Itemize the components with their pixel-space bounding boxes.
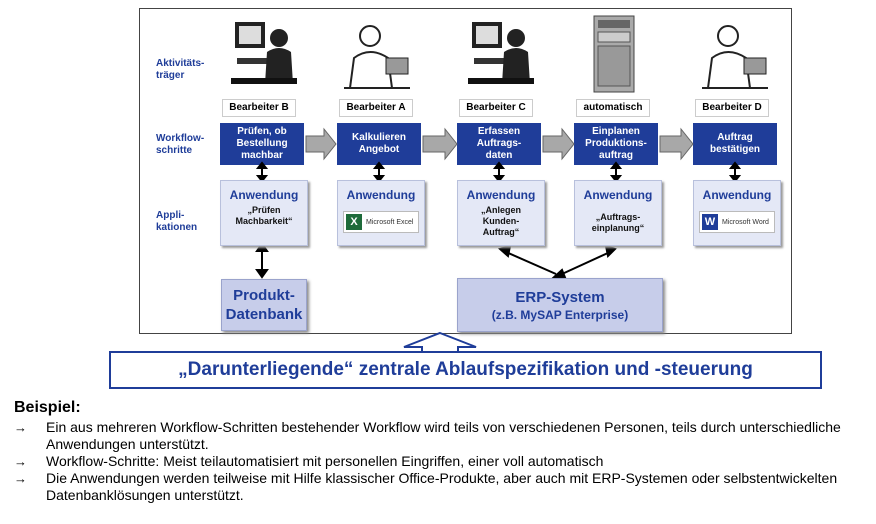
row-label-steps: Workflow- schritte: [156, 133, 205, 156]
actor-label: Bearbeiter B: [222, 99, 296, 117]
application-title: Anwendung: [346, 188, 416, 202]
application-box: Anwendung „Anlegen Kunden- Auftrag“: [457, 180, 545, 246]
workflow-step: Kalkulieren Angebot: [337, 123, 421, 165]
excel-icon: X: [346, 214, 362, 230]
application-box: Anwendung W Microsoft Word: [693, 180, 781, 246]
erp-system: ERP-System (z.B. MySAP Enterprise): [457, 278, 663, 332]
list-item: → Workflow-Schritte: Meist teilautomatis…: [14, 453, 864, 470]
application-logo-name: Microsoft Word: [722, 218, 769, 226]
word-logo: W Microsoft Word: [699, 211, 775, 233]
arrow-right-icon: →: [14, 454, 27, 469]
actor-label: Bearbeiter D: [695, 99, 769, 117]
erp-subtitle: (z.B. MySAP Enterprise): [491, 307, 629, 322]
word-icon: W: [702, 214, 718, 230]
workflow-step: Auftrag bestätigen: [693, 123, 777, 165]
list-item-text: Workflow-Schritte: Meist teilautomatisie…: [46, 453, 604, 469]
workflow-step: Einplanen Produktions- auftrag: [574, 123, 658, 165]
erp-title: ERP-System: [515, 288, 605, 306]
link-arrow: [561, 251, 611, 275]
list-item: → Ein aus mehreren Workflow-Schritten be…: [14, 419, 864, 453]
list-item: → Die Anwendungen werden teilweise mit H…: [14, 470, 864, 504]
arrow-right-icon: →: [14, 420, 27, 435]
row-label-apps: Appli- kationen: [156, 210, 198, 233]
server-cabinet-icon: [593, 15, 635, 93]
list-item-text: Ein aus mehreren Workflow-Schritten best…: [46, 419, 841, 452]
application-logo-name: Microsoft Excel: [366, 218, 414, 226]
application-description: „Prüfen Machbarkeit“: [235, 205, 293, 226]
application-title: Anwendung: [583, 188, 653, 202]
worker-sketch-icon: [702, 25, 768, 89]
application-box: Anwendung „Auftrags- einplanung“: [574, 180, 662, 246]
worker-sketch-icon: [344, 25, 410, 89]
application-title: Anwendung: [229, 188, 299, 202]
notes-title: Beispiel:: [14, 399, 81, 416]
actor-label: automatisch: [576, 99, 650, 117]
link-arrow: [505, 251, 557, 275]
application-title: Anwendung: [702, 188, 772, 202]
arrow-right-icon: →: [14, 471, 27, 486]
actor-label: Bearbeiter A: [339, 99, 413, 117]
worker-at-computer-icon: [468, 22, 534, 84]
database-line: Produkt-: [233, 287, 295, 304]
excel-logo: X Microsoft Excel: [343, 211, 419, 233]
central-control-banner: „Darunterliegende“ zentrale Ablaufspezif…: [109, 351, 822, 389]
application-description: „Anlegen Kunden- Auftrag“: [480, 205, 521, 237]
example-notes: Beispiel: → Ein aus mehreren Workflow-Sc…: [14, 399, 864, 504]
application-title: Anwendung: [466, 188, 536, 202]
list-item-text: Die Anwendungen werden teilweise mit Hil…: [46, 470, 838, 503]
application-box: Anwendung „Prüfen Machbarkeit“: [220, 180, 308, 246]
application-box: Anwendung X Microsoft Excel: [337, 180, 425, 246]
workflow-step: Erfassen Auftrags- daten: [457, 123, 541, 165]
application-description: „Auftrags- einplanung“: [591, 212, 645, 233]
flow-arrow: [422, 127, 458, 161]
connector-arrows: [255, 127, 742, 282]
actor-label: Bearbeiter C: [459, 99, 533, 117]
row-label-actors: Aktivitäts- träger: [156, 58, 205, 81]
flow-arrow: [542, 127, 575, 161]
workflow-step: Prüfen, ob Bestellung machbar: [220, 123, 304, 165]
product-database: Produkt- Datenbank: [221, 279, 307, 331]
flow-arrow: [305, 127, 337, 161]
flow-arrow: [659, 127, 694, 161]
database-line: Datenbank: [225, 306, 303, 323]
worker-at-computer-icon: [231, 22, 297, 84]
